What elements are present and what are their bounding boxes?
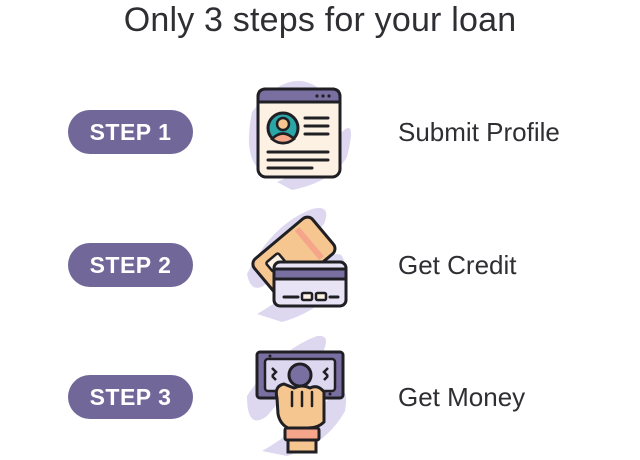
- step-row-3: STEP 3 Get Money: [0, 336, 640, 456]
- page-title: Only 3 steps for your loan: [123, 1, 517, 39]
- step-1-label: Submit Profile: [398, 117, 560, 147]
- credit-card-icon: [232, 204, 360, 324]
- step-2-label: Get Credit: [398, 250, 517, 280]
- step-1-pill: STEP 1: [68, 110, 193, 154]
- step-3-pill: STEP 3: [68, 375, 193, 419]
- step-row-1: STEP 1 Submit Profile: [0, 72, 640, 192]
- profile-document-icon: [232, 72, 360, 192]
- step-2-pill: STEP 2: [68, 243, 193, 287]
- step-row-2: STEP 2 Get Credit: [0, 204, 640, 324]
- hand-holding-money-icon: [232, 336, 360, 456]
- step-3-label: Get Money: [398, 382, 526, 412]
